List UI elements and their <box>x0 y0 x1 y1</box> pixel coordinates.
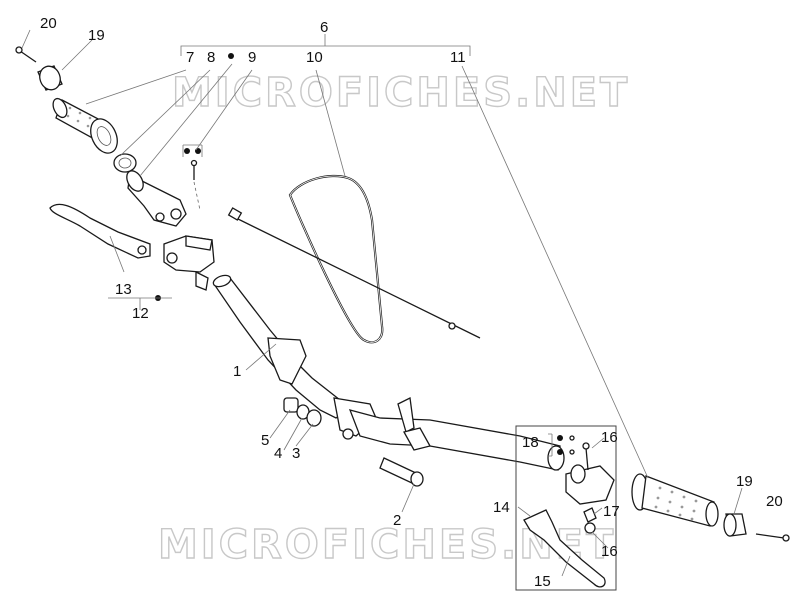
lever-bracket-16 <box>565 442 615 505</box>
callout-20-right: 20 <box>766 493 783 510</box>
callout-3: 3 <box>292 445 300 462</box>
callout-6: 6 <box>320 19 328 36</box>
bar-end-weight-19-right <box>723 513 747 537</box>
spring-17 <box>583 507 597 523</box>
brake-lever-13 <box>49 203 151 259</box>
right-grip-11 <box>631 473 719 527</box>
callout-15: 15 <box>534 573 551 590</box>
callout-19-right: 19 <box>736 473 753 490</box>
throttle-cable-11 <box>227 207 481 339</box>
watermark-top: MICROFICHES.NET <box>172 70 630 116</box>
callout-16-top: 16 <box>601 429 618 446</box>
callout-4: 4 <box>274 445 282 462</box>
callout-18: 18 <box>522 434 539 451</box>
washer-3 <box>306 409 322 427</box>
left-grip-7 <box>52 97 118 154</box>
brake-lever-15 <box>523 509 606 588</box>
screw-9 <box>190 159 201 211</box>
bushing-5 <box>283 397 299 413</box>
callout-5: 5 <box>261 432 269 449</box>
bolt-2 <box>379 457 424 487</box>
group-bracket-6 <box>180 34 471 56</box>
callout-7: 7 <box>186 49 194 66</box>
callout-10: 10 <box>306 49 323 66</box>
left-grip-texture <box>66 106 92 128</box>
throttle-cable-10 <box>288 174 384 344</box>
screw-20-right <box>755 533 790 542</box>
callout-16-bottom: 16 <box>601 543 618 560</box>
brake-master-cylinder <box>163 235 215 291</box>
bar-end-weight-19-left <box>37 65 63 91</box>
washer-ring-8 <box>113 153 137 173</box>
callout-17: 17 <box>603 503 620 520</box>
callout-19-left: 19 <box>88 27 105 44</box>
nut-16 <box>584 522 596 534</box>
throttle-housing <box>126 170 187 227</box>
callout-1: 1 <box>233 363 241 380</box>
marker-dots-9 <box>182 144 203 157</box>
group-box-14 <box>515 425 617 591</box>
marker-dot-9-label <box>228 53 234 59</box>
callout-11: 11 <box>450 49 466 66</box>
leader-lines <box>21 29 743 577</box>
handlebar-1 <box>212 274 565 471</box>
callout-13: 13 <box>115 281 132 298</box>
callout-12: 12 <box>132 305 149 322</box>
callout-2: 2 <box>393 512 401 529</box>
marker-dots-18 <box>548 433 575 457</box>
callout-9: 9 <box>248 49 256 66</box>
callout-8: 8 <box>207 49 215 66</box>
callout-14: 14 <box>493 499 510 516</box>
screw-20-left <box>15 46 37 63</box>
callout-20-left: 20 <box>40 15 57 32</box>
